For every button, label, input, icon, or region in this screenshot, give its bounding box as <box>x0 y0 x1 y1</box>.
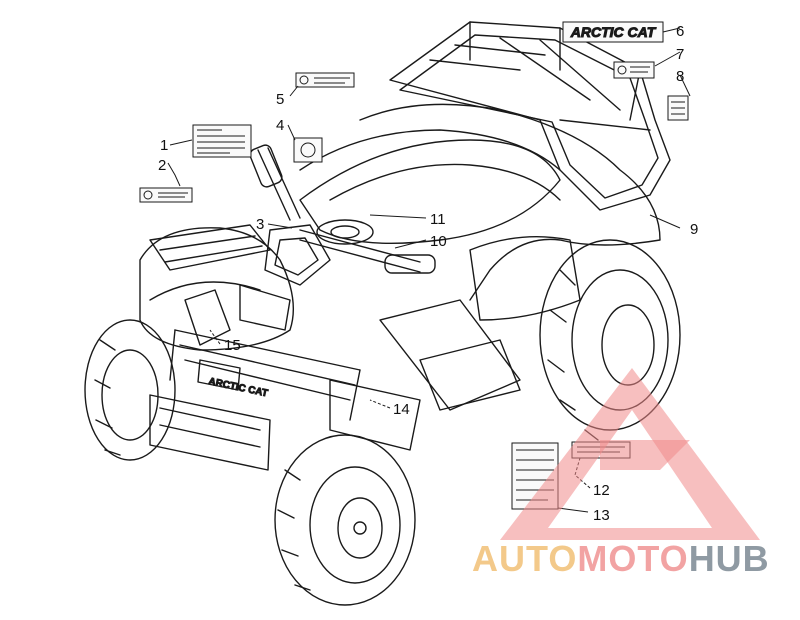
decal-8 <box>667 95 689 121</box>
rear-fender <box>299 103 661 301</box>
callout-7: 7 <box>676 46 684 63</box>
side-panel <box>469 235 581 321</box>
watermark-triangle-icon <box>500 368 760 540</box>
callout-1: 1 <box>160 137 168 154</box>
callout-9: 9 <box>690 221 698 238</box>
seat <box>299 139 561 245</box>
callout-13: 13 <box>593 507 610 524</box>
callout-14: 14 <box>393 401 410 418</box>
callout-3: 3 <box>256 216 264 233</box>
fuel-tank <box>316 219 374 245</box>
decal-4 <box>293 137 323 163</box>
watermark-part3: HUB <box>688 538 770 579</box>
decal-1 <box>192 124 252 158</box>
callout-10: 10 <box>430 233 447 250</box>
watermark-part1: AUTO <box>472 538 578 579</box>
callout-2: 2 <box>158 157 166 174</box>
leader-lines <box>167 27 691 513</box>
front-right-wheel <box>274 434 416 606</box>
decal-7 <box>613 61 655 79</box>
callout-15: 15 <box>224 337 241 354</box>
front-rack <box>149 224 361 421</box>
callout-5: 5 <box>276 91 284 108</box>
front-fender <box>139 227 295 351</box>
callout-6: 6 <box>676 23 684 40</box>
callout-4: 4 <box>276 117 284 134</box>
callout-12: 12 <box>593 482 610 499</box>
rear-rack <box>389 21 671 211</box>
decal-2 <box>139 187 193 203</box>
front-left-wheel <box>84 319 176 461</box>
footwell <box>329 299 521 451</box>
instrument-pod <box>264 224 331 286</box>
handlebar <box>249 144 436 274</box>
front-rack-decal-label: ARCTIC CAT <box>207 376 268 399</box>
callout-8: 8 <box>676 68 684 85</box>
decal-5 <box>295 72 355 88</box>
front-bumper <box>149 394 271 471</box>
brand-decal-label: ARCTIC CAT <box>570 24 657 40</box>
watermark: AUTOMOTOHUB <box>472 538 770 580</box>
front-grille <box>184 284 291 391</box>
callout-11: 11 <box>430 211 446 228</box>
watermark-part2: MOTO <box>577 538 689 579</box>
